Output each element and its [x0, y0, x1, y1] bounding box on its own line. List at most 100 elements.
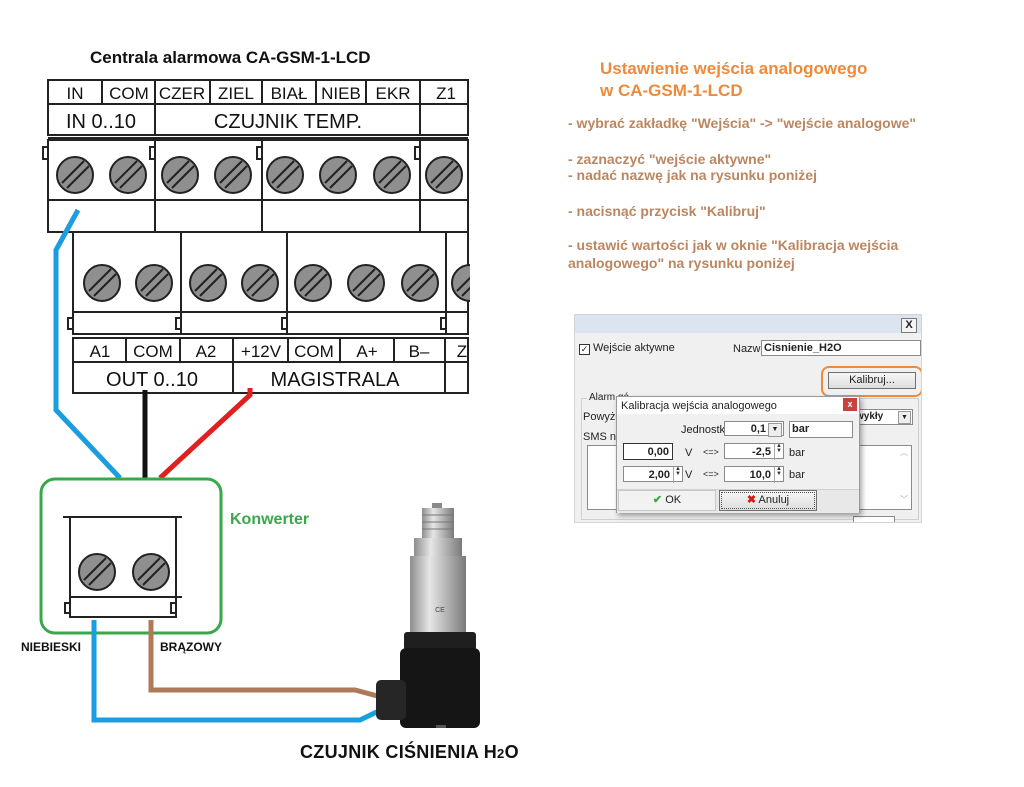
equivalence-label: <=> [703, 447, 719, 457]
type-select[interactable]: wykły ▼ [855, 409, 913, 425]
calibration-dialog: Kalibracja wejścia analogowego x Jednost… [616, 396, 860, 513]
voltage-unit-label: V [685, 469, 693, 481]
pressure-sensor-icon: CE [376, 503, 480, 728]
ok-label: OK [665, 494, 682, 506]
instruction-step: - nacisnąć przycisk "Kalibruj" [568, 203, 766, 219]
spinner-icon[interactable]: ▲▼ [673, 466, 682, 483]
sensor-label-end: O [504, 742, 519, 762]
red-wire [158, 388, 253, 480]
screw-icon [109, 156, 147, 194]
ok-button[interactable]: ✔ OK [618, 490, 716, 511]
screw-icon [214, 156, 252, 194]
group-label-in: IN 0..10 [66, 111, 136, 133]
screw-icon [132, 553, 170, 591]
calibrate-highlight [821, 366, 921, 397]
screw-icon [294, 264, 332, 302]
diagram-title: Centrala alarmowa CA-GSM-1-LCD [90, 48, 371, 67]
screw-icon [83, 264, 121, 302]
converter-label: Konwerter [230, 511, 310, 528]
screw-icon [347, 264, 385, 302]
terminal-label-12v: +12V [241, 342, 282, 361]
terminal-label-z1: Z1 [436, 84, 456, 103]
screw-icon [373, 156, 411, 194]
screw-icon [56, 156, 94, 194]
value-min-input[interactable]: -2,5 ▲▼ [724, 443, 784, 460]
value-max-input[interactable]: 10,0 ▲▼ [724, 466, 784, 483]
name-label: Nazwa: [733, 343, 770, 355]
value-unit-label: bar [789, 469, 805, 481]
terminal-label-bial: BIAŁ [271, 84, 308, 103]
blue-wire-bottom [91, 620, 387, 723]
group-label-out: OUT 0..10 [106, 369, 198, 391]
unit-step-select[interactable]: 0,1 ▼ [724, 421, 784, 437]
screw-icon [161, 156, 199, 194]
terminal-label-z: Z [457, 342, 467, 361]
name-input[interactable]: Cisnienie_H2O [761, 340, 921, 356]
chevron-down-icon[interactable]: ▼ [898, 411, 911, 424]
dialog-close-button[interactable]: x [843, 398, 857, 411]
brown-wire-label: BRĄZOWY [160, 640, 222, 654]
unit-step-value: 0,1 [750, 423, 766, 435]
instruction-step: - ustawić wartości jak w oknie "Kalibrac… [568, 237, 899, 253]
screw-icon [401, 264, 439, 302]
alarm-group-label: Alarm gó [587, 392, 632, 403]
svg-text:CE: CE [435, 607, 445, 614]
terminal-label-a1: A1 [90, 342, 111, 361]
calibrate-button[interactable]: Kalibruj... [828, 372, 916, 389]
instructions-title: Ustawienie wejścia analogowego w CA-GSM-… [600, 58, 867, 102]
group-label-czujnik-temp: CZUJNIK TEMP. [214, 111, 362, 133]
screw-icon [425, 156, 463, 194]
terminal-label-czer: CZER [159, 84, 205, 103]
textarea-scrollbar[interactable]: ︿﹀ [900, 448, 908, 504]
unit-name-input[interactable]: bar [789, 421, 853, 438]
spinner-icon[interactable]: ▲▼ [774, 443, 783, 460]
terminal-label-com: COM [133, 342, 173, 361]
screw-icon [266, 156, 304, 194]
sms-label: SMS nar [583, 431, 626, 443]
screw-icon [135, 264, 173, 302]
unit-label: Jednostka: [681, 424, 735, 436]
brown-wire [148, 620, 386, 701]
value-max: 10,0 [749, 469, 771, 481]
chevron-down-icon[interactable]: ▼ [768, 423, 782, 437]
instruction-step: - nadać nazwę jak na rysunku poniżej [568, 167, 817, 183]
cancel-button[interactable]: ✖ Anuluj [719, 490, 817, 511]
terminal-label-a-plus: A+ [356, 342, 377, 361]
voltage-unit-label: V [685, 447, 693, 459]
spinner-icon[interactable]: ▲▼ [774, 466, 783, 483]
x-icon: ✖ [746, 494, 757, 506]
window-titlebar: X [575, 315, 921, 333]
value-unit-label: bar [789, 447, 805, 459]
instructions-title-line1: Ustawienie wejścia analogowego [600, 59, 868, 78]
sensor-label-text: CZUJNIK CIŚNIENIA H [300, 742, 498, 762]
terminal-label-b-minus: B– [409, 342, 430, 361]
top-terminal-label-strip [47, 79, 469, 139]
terminal-label-com: COM [109, 84, 149, 103]
terminal-label-ziel: ZIEL [218, 84, 254, 103]
voltage-max-input[interactable]: 2,00 ▲▼ [623, 466, 683, 483]
above-label: Powyżej [583, 411, 624, 423]
partial-field[interactable] [853, 516, 895, 522]
window-close-button[interactable]: X [901, 318, 917, 333]
instruction-step: - zaznaczyć "wejście aktywne" [568, 151, 772, 167]
screw-icon [189, 264, 227, 302]
top-terminal-labels: IN COM CZER ZIEL BIAŁ NIEB EKR Z1 IN 0..… [66, 84, 456, 133]
sensor-label-sub: 2 [497, 746, 505, 761]
terminal-label-ekr: EKR [376, 84, 411, 103]
instruction-step: - wybrać zakładkę "Wejścia" -> "wejście … [568, 115, 917, 131]
check-icon: ✔ [652, 494, 663, 506]
bottom-terminal-label-strip [72, 337, 469, 394]
cancel-label: Anuluj [758, 494, 790, 506]
screw-icon [319, 156, 357, 194]
value-min: -2,5 [752, 446, 771, 458]
active-checkbox[interactable]: ✓ [579, 344, 590, 355]
screw-icon [241, 264, 279, 302]
blue-wire-label: NIEBIESKI [21, 640, 82, 654]
group-label-magistrala: MAGISTRALA [271, 369, 401, 391]
terminal-label-nieb: NIEB [321, 84, 361, 103]
voltage-max: 2,00 [648, 469, 670, 481]
dialog-title: Kalibracja wejścia analogowego [621, 400, 777, 412]
voltage-min-input[interactable]: 0,00 [623, 443, 673, 460]
screw-icon [78, 553, 116, 591]
